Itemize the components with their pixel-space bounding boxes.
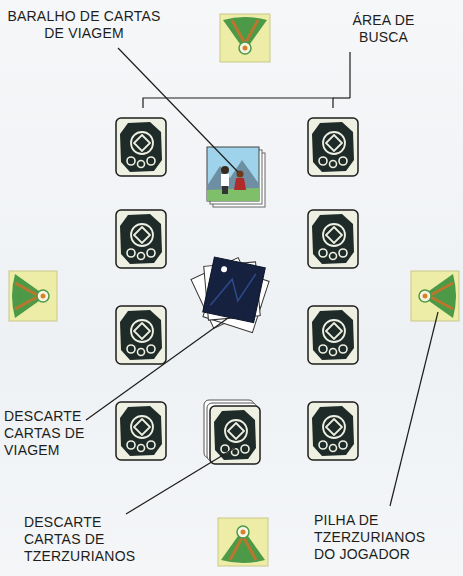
callout-label: DESCARTE CARTAS DE TZERZURIANOS	[24, 514, 149, 565]
callout-label: PILHA DE TZERZURIANOS DO JOGADOR	[314, 512, 449, 563]
callout-label: BARALHO DE CARTAS DE VIAGEM	[4, 8, 164, 42]
callout-label: DESCARTE CARTAS DE VIAGEM	[4, 408, 104, 459]
callout-label: ÁREA DE BUSCA	[336, 12, 431, 46]
